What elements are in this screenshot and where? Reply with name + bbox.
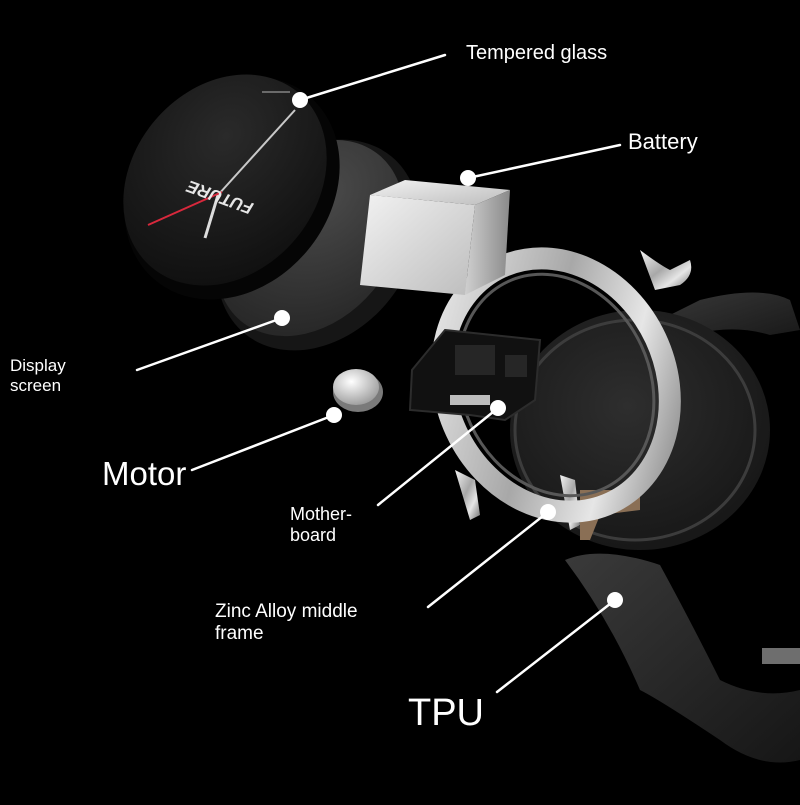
dot-middle-frame <box>540 504 556 520</box>
motherboard-pcb <box>408 328 542 422</box>
strap-buckle <box>762 648 800 664</box>
label-battery: Battery <box>628 129 698 154</box>
tempered-glass-part: FUTURE <box>123 74 340 300</box>
leader-line-display-screen <box>135 316 284 372</box>
lower-strap <box>565 553 800 763</box>
label-line: Tempered glass <box>466 42 608 64</box>
pcb-connector <box>450 395 490 405</box>
label-tpu: TPU <box>408 692 484 736</box>
dot-motherboard <box>490 400 506 416</box>
label-display-screen: Display screen <box>10 356 66 395</box>
motor-part <box>333 369 383 412</box>
leader-line-tpu <box>495 598 617 694</box>
leader-line-middle-frame <box>426 510 550 609</box>
label-line: frame <box>215 622 264 644</box>
battery-top <box>370 180 510 205</box>
label-line: screen <box>10 375 62 395</box>
dot-motor <box>326 407 342 423</box>
battery-part <box>360 180 510 295</box>
leader-line-motherboard <box>376 406 500 507</box>
label-line: Motor <box>102 455 187 492</box>
hour-hand <box>203 194 220 239</box>
label-line: Zinc Alloy middle <box>215 601 358 622</box>
dot-tpu <box>607 592 623 608</box>
leader-line-motor <box>190 413 336 472</box>
label-line: Mother- <box>290 504 353 524</box>
glass-face <box>123 74 327 286</box>
battery-side <box>465 190 510 295</box>
second-hand <box>147 191 223 226</box>
leader-line-tempered-glass <box>298 53 447 102</box>
motor-top <box>333 369 379 405</box>
label-zinc-alloy-middle-frame: Zinc Alloy middle frame <box>215 601 358 645</box>
label-line: TPU <box>408 692 484 734</box>
leader-lines <box>135 53 622 694</box>
label-line: Display <box>10 356 66 375</box>
leader-line-battery <box>466 143 622 180</box>
dot-battery <box>460 170 476 186</box>
label-line: Battery <box>628 129 698 154</box>
label-motherboard: Mother- board <box>290 504 352 545</box>
anchor-dots <box>274 92 623 608</box>
minute-hand <box>217 109 296 196</box>
frame-ring-inner <box>456 272 656 498</box>
frame-lug-bottom <box>455 470 480 520</box>
label-tempered-glass: Tempered glass <box>466 42 607 65</box>
dot-display-screen <box>274 310 290 326</box>
pcb-chip <box>455 345 495 375</box>
dot-tempered-glass <box>292 92 308 108</box>
frame-lug-top <box>640 250 692 290</box>
battery-front <box>360 195 475 295</box>
pcb-chip-small <box>505 355 527 377</box>
label-line: board <box>290 524 337 545</box>
label-motor: Motor <box>102 455 186 493</box>
